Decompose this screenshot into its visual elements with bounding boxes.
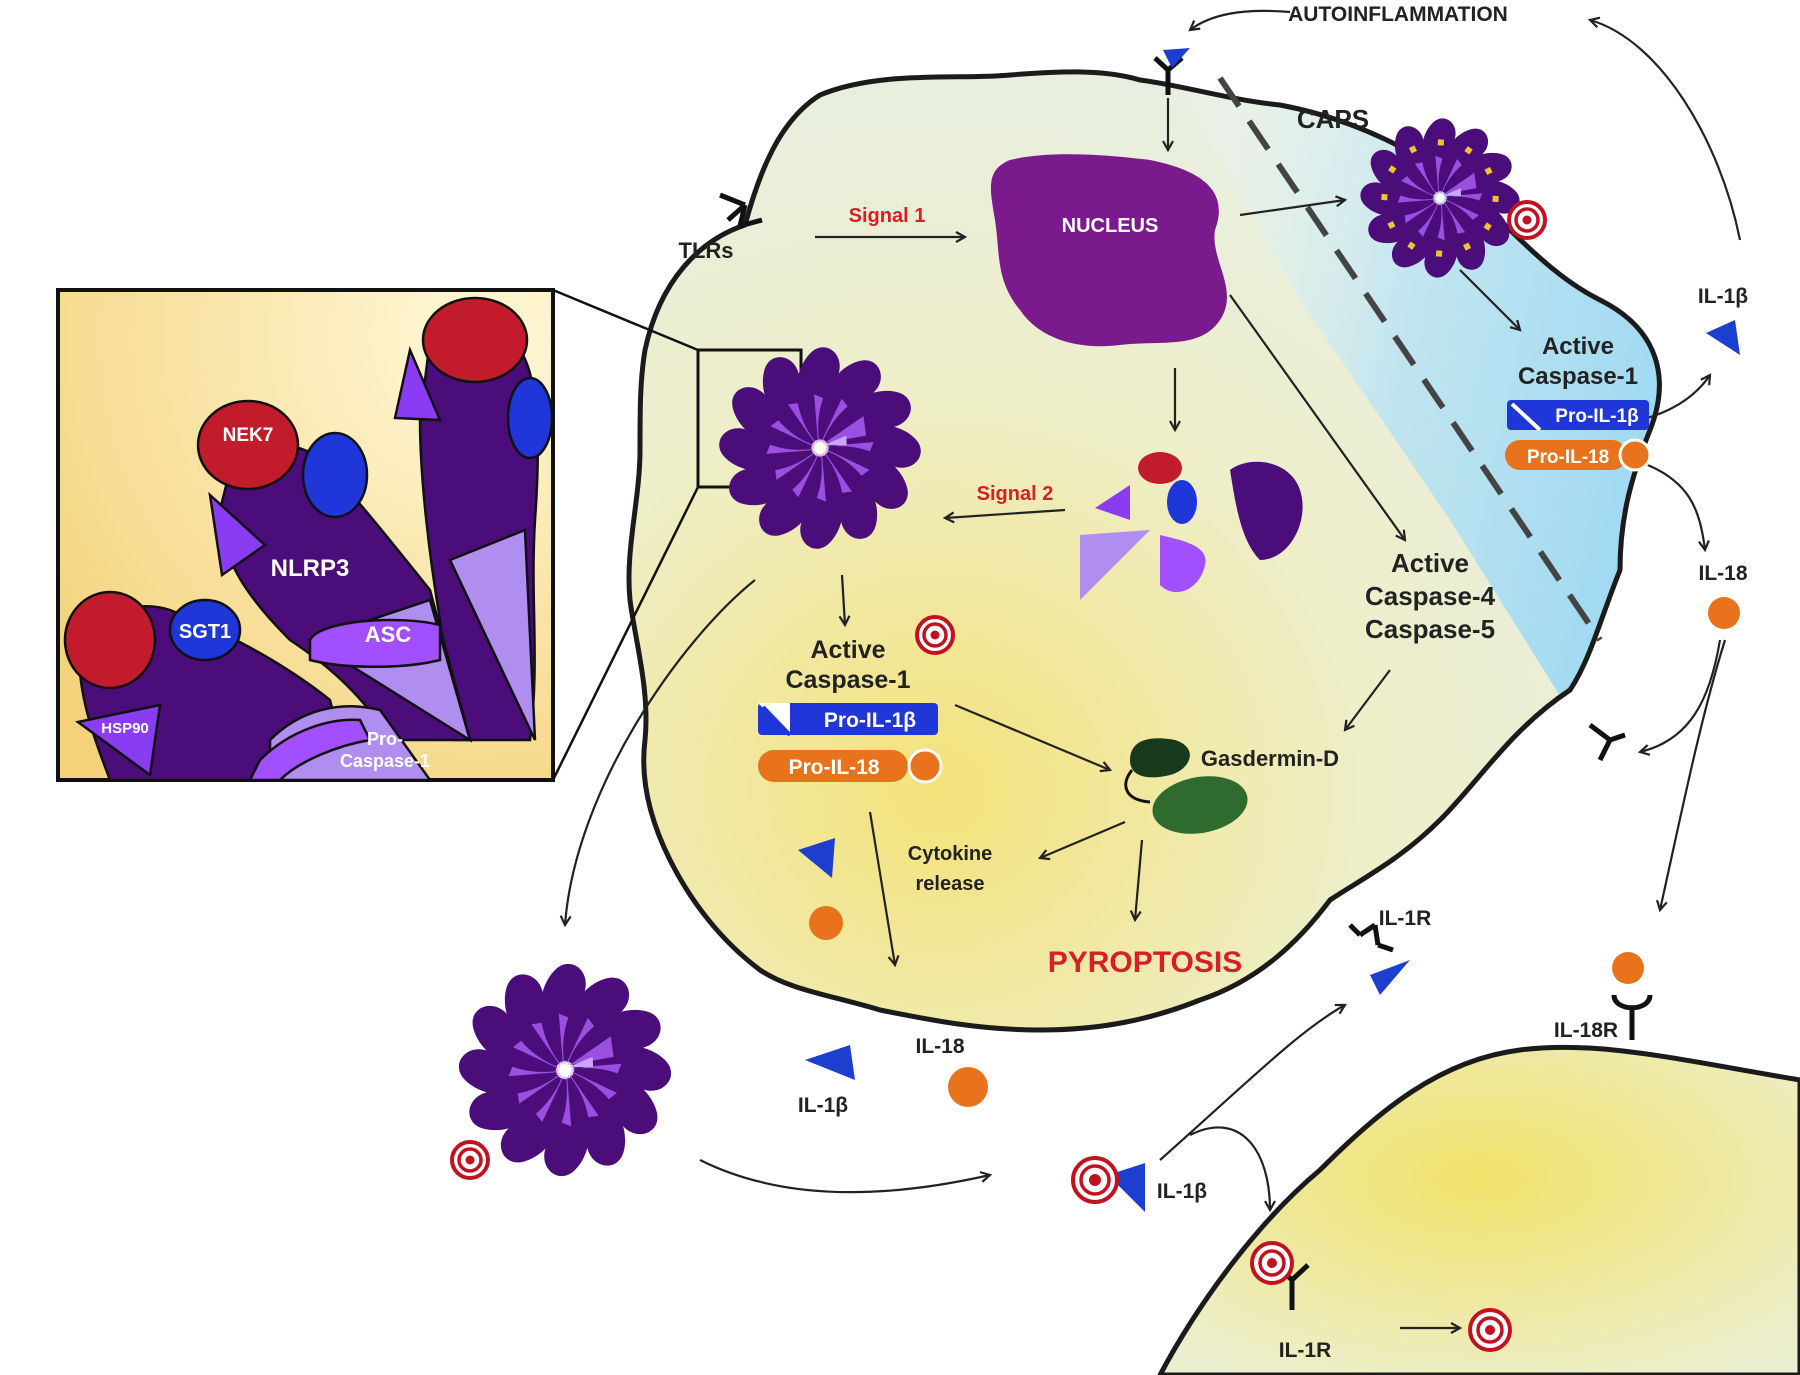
inflammasome-inset: NEK7 NLRP3 SGT1 ASC HSP90 Pro- Caspase-1 (56, 288, 555, 782)
tlr-receptor (719, 192, 763, 229)
il1b-label-bottom: IL-1β (798, 1094, 848, 1117)
pro-il1b-label-caps: Pro-IL-1β (1555, 406, 1638, 427)
il18-label-right: IL-18 (1698, 562, 1747, 585)
arrows (565, 9, 1742, 1328)
zoom-line-top (552, 288, 699, 352)
autoinflammation-label: AUTOINFLAMMATION (1288, 3, 1508, 26)
caspase-target-icons (450, 200, 1547, 1352)
nucleus-label: NUCLEUS (1062, 215, 1159, 237)
il1r-receptor-main-cell (1348, 922, 1410, 995)
inactive-components (1080, 452, 1303, 600)
il18r-label: IL-18R (1554, 1019, 1618, 1042)
cytokine-release-line1: Cytokine (908, 843, 992, 865)
hsp90-label: HSP90 (101, 720, 149, 737)
caps-label: CAPS (1297, 104, 1369, 134)
il18r-receptor (1611, 952, 1653, 1040)
il1r-label-main: IL-1R (1379, 907, 1432, 930)
nek7-label: NEK7 (223, 425, 274, 446)
target-cell (1157, 1044, 1800, 1375)
right-receptor (1588, 723, 1626, 762)
sgt1-label: SGT1 (179, 621, 231, 643)
nlrp3-label: NLRP3 (271, 555, 350, 582)
tlrs-label: TLRs (679, 238, 734, 263)
signal2-label: Signal 2 (977, 483, 1054, 505)
gasdermin-d-icon (1124, 738, 1248, 834)
pro-il18-label-main: Pro-IL-18 (788, 756, 879, 779)
signal1-label: Signal 1 (849, 205, 926, 227)
il1r-label-target: IL-1R (1279, 1339, 1332, 1362)
inflammasome-rosette-caps (1360, 118, 1520, 278)
inflammasome-rosette-main (719, 347, 921, 549)
inflammasome-rosette-released (458, 964, 672, 1176)
il1b-molecules (798, 320, 1740, 1212)
pro-caspase1-label-line1: Pro- (367, 729, 403, 749)
active-caspase45-line1: Active (1391, 548, 1469, 578)
active-caspase1-line1: Active (810, 636, 885, 664)
active-caspase1-line2: Caspase-1 (785, 666, 910, 694)
pro-il18-bar-caps (1505, 438, 1652, 472)
caps-boundary-line (1217, 76, 1603, 642)
il1b-label-right: IL-1β (1698, 285, 1748, 308)
pro-il18-label-caps: Pro-IL-18 (1527, 447, 1609, 468)
pro-caspase1-label-line2: Caspase-1 (340, 751, 430, 771)
pro-il1b-label-main: Pro-IL-1β (824, 709, 916, 732)
top-receptor (1153, 48, 1190, 95)
caps-active-caspase1-line2: Caspase-1 (1518, 363, 1638, 390)
il18-label-bottom: IL-18 (915, 1035, 964, 1058)
asc-label: ASC (365, 622, 412, 647)
active-caspase45-line3: Caspase-5 (1365, 614, 1495, 644)
nucleus (990, 154, 1227, 347)
zoom-line-bottom (551, 486, 700, 781)
active-caspase45-line2: Caspase-4 (1365, 581, 1496, 611)
caps-active-caspase1-line1: Active (1542, 333, 1614, 360)
il1b-label-caspase: IL-1β (1157, 1180, 1207, 1203)
pro-il18-bar-main (758, 748, 943, 784)
il18-molecules (809, 597, 1740, 1107)
pro-il1b-bar-main (758, 703, 938, 737)
gasdermin-label: Gasdermin-D (1201, 746, 1339, 771)
pro-il1b-bar-caps (1507, 400, 1649, 432)
cytokine-release-line2: release (916, 873, 985, 895)
pyroptosis-label: PYROPTOSIS (1048, 946, 1243, 979)
